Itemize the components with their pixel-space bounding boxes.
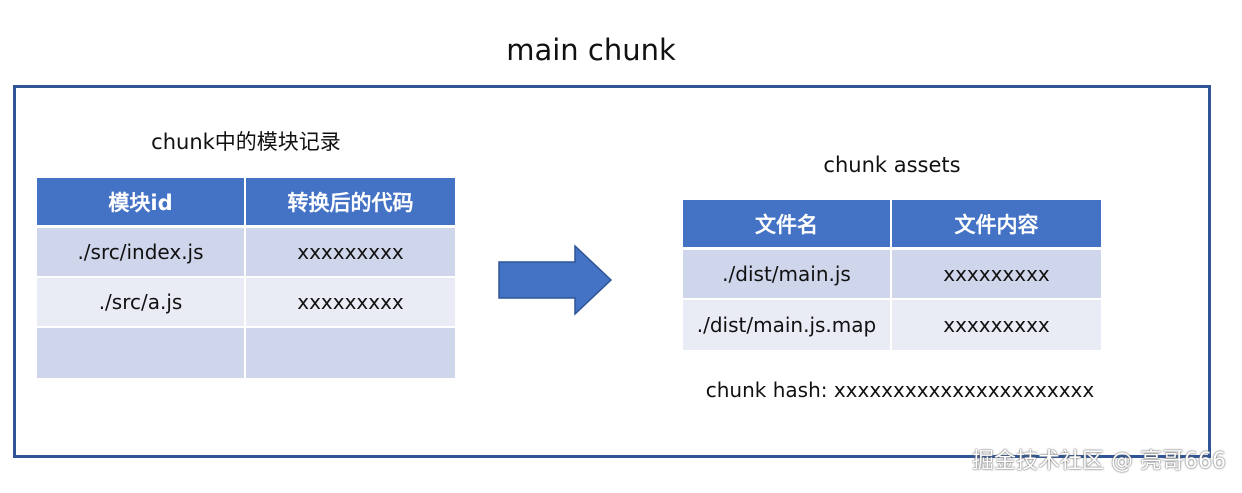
header-module-id: 模块id — [37, 178, 246, 228]
table-row: ./src/index.js xxxxxxxxx — [37, 228, 455, 278]
module-code-cell: xxxxxxxxx — [246, 228, 455, 278]
table-header-row: 文件名 文件内容 — [683, 200, 1101, 250]
chunk-hash-label: chunk hash: xxxxxxxxxxxxxxxxxxxxxx — [705, 378, 1095, 402]
table-row: ./dist/main.js.map xxxxxxxxx — [683, 300, 1101, 350]
diagram-title: main chunk — [506, 33, 676, 67]
file-content-cell: xxxxxxxxx — [892, 300, 1101, 350]
table-header-row: 模块id 转换后的代码 — [37, 178, 455, 228]
module-id-cell: ./src/index.js — [37, 228, 246, 278]
table-row — [37, 328, 455, 378]
file-name-cell: ./dist/main.js.map — [683, 300, 892, 350]
main-chunk-frame — [13, 85, 1211, 458]
file-content-cell: xxxxxxxxx — [892, 250, 1101, 300]
watermark-text: 掘金技术社区 @ 亮哥666 — [972, 449, 1226, 474]
chunk-assets-caption: chunk assets — [823, 153, 961, 177]
module-id-cell — [37, 328, 246, 378]
header-file-name: 文件名 — [683, 200, 892, 250]
module-code-cell — [246, 328, 455, 378]
right-arrow-icon — [498, 244, 613, 316]
chunk-assets-table: 文件名 文件内容 ./dist/main.js xxxxxxxxx ./dist… — [683, 200, 1101, 350]
header-file-content: 文件内容 — [892, 200, 1101, 250]
module-code-cell: xxxxxxxxx — [246, 278, 455, 328]
module-records-caption: chunk中的模块记录 — [151, 130, 341, 154]
table-row: ./src/a.js xxxxxxxxx — [37, 278, 455, 328]
module-records-table: 模块id 转换后的代码 ./src/index.js xxxxxxxxx ./s… — [37, 178, 455, 378]
table-row: ./dist/main.js xxxxxxxxx — [683, 250, 1101, 300]
header-transformed-code: 转换后的代码 — [246, 178, 455, 228]
module-id-cell: ./src/a.js — [37, 278, 246, 328]
file-name-cell: ./dist/main.js — [683, 250, 892, 300]
